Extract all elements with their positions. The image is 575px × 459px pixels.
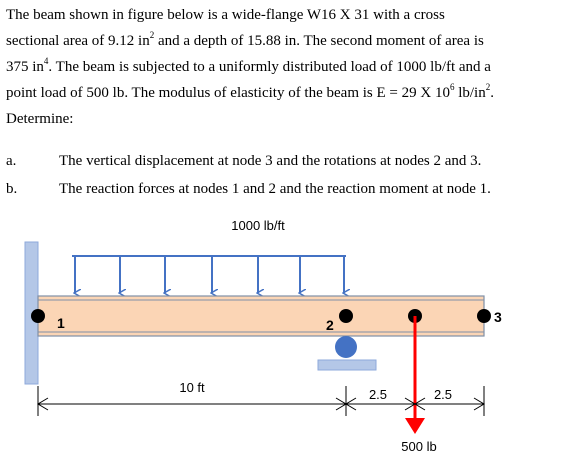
span-3-label: 2.5 — [434, 387, 452, 402]
dimension-arrow — [473, 397, 485, 411]
problem-line-2: sectional area of 9.12 in2 and a depth o… — [6, 30, 484, 50]
problem-statement: The beam shown in figure below is a wide… — [6, 2, 568, 132]
problem-line-4: point load of 500 lb. The modulus of ela… — [6, 82, 494, 102]
point-load-arrowhead — [405, 418, 425, 434]
distributed-load-arrows — [75, 256, 344, 293]
dimension-arrow — [37, 397, 49, 411]
point-load-label: 500 lb — [401, 439, 436, 454]
determine-heading: Determine: — [6, 111, 74, 127]
node-3-marker — [477, 309, 491, 323]
span-2-label: 2.5 — [369, 387, 387, 402]
span-1-label: 10 ft — [179, 380, 205, 395]
roller-support — [335, 336, 357, 358]
task-b-marker: b. — [6, 181, 18, 197]
node-3-label: 3 — [494, 309, 502, 325]
dimension-arrow — [345, 397, 357, 411]
node-1-marker — [31, 309, 45, 323]
task-a-marker: a. — [6, 153, 17, 169]
node-1-label: 1 — [57, 315, 65, 331]
problem-line-1: The beam shown in figure below is a wide… — [6, 7, 445, 23]
node-2-marker — [339, 309, 353, 323]
roller-ground — [317, 359, 377, 371]
task-b-text: The reaction forces at nodes 1 and 2 and… — [59, 181, 491, 197]
distributed-load-label: 1000 lb/ft — [231, 218, 285, 233]
dimension-arrow — [414, 397, 426, 411]
node-2-label: 2 — [326, 317, 334, 333]
dimension-lines — [37, 386, 485, 416]
task-a-text: The vertical displacement at node 3 and … — [59, 153, 482, 169]
problem-line-3: 375 in4. The beam is subjected to a unif… — [6, 56, 491, 76]
